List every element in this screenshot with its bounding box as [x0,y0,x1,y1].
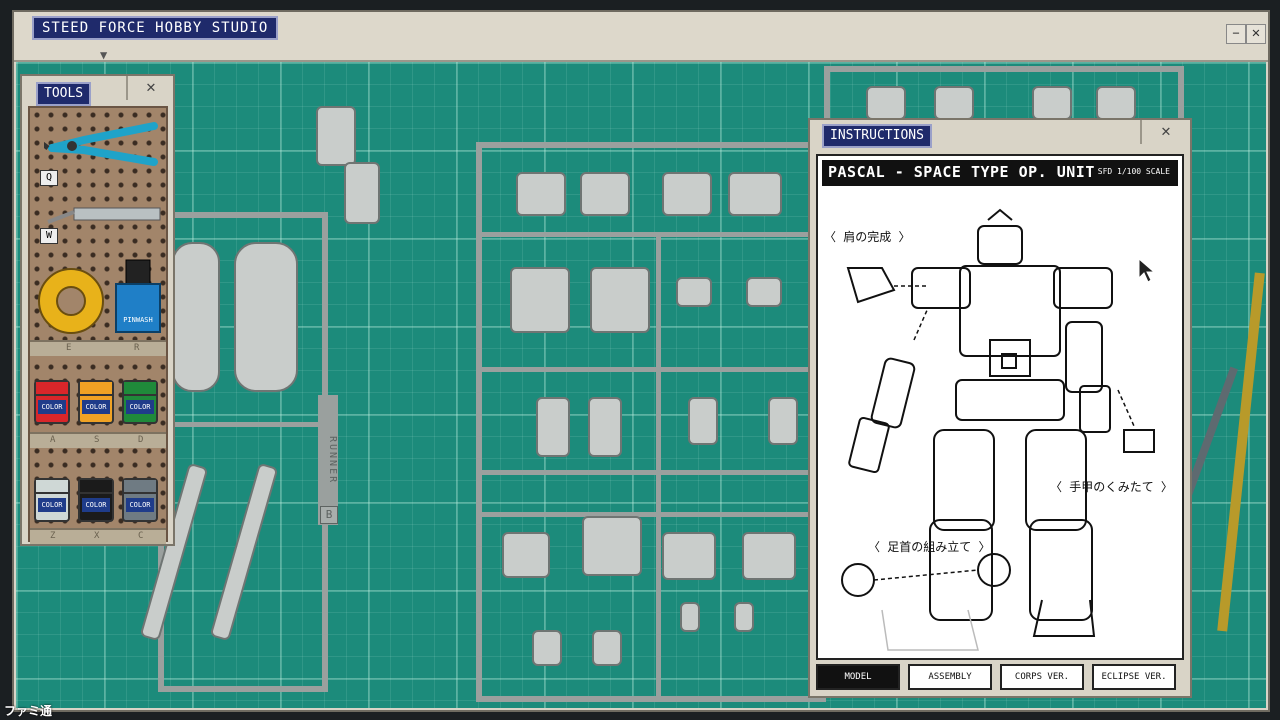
nippers-tool[interactable] [38,122,164,166]
runner-label: RUNNER [318,395,338,525]
watermark: ファミ通 [4,704,53,718]
pinwash-tool[interactable]: PINWASH [114,258,162,334]
nippers-icon [38,122,158,166]
model-part[interactable] [536,397,570,457]
paint-label: COLOR [82,400,110,414]
model-part[interactable] [662,172,712,216]
masking-tape-tool[interactable] [36,266,106,336]
close-window-button[interactable]: ✕ [1246,24,1266,44]
model-part[interactable] [516,172,566,216]
runner-rod [476,512,826,517]
model-part[interactable] [742,532,796,580]
tab-assembly[interactable]: ASSEMBLY [908,664,992,690]
paint-label: COLOR [126,400,154,414]
model-name: PASCAL - SPACE TYPE OP. UNIT [828,163,1095,181]
app-title: STEED FORCE HOBBY STUDIO [32,16,279,40]
model-scale: SFD 1/100 SCALE [1097,167,1170,176]
menu-dropdown-icon[interactable]: ▼ [100,48,108,62]
model-part[interactable] [934,86,974,120]
hotkey-s: S [94,435,100,445]
model-part[interactable] [582,516,642,576]
model-part[interactable] [590,267,650,333]
hotkey-c: C [138,531,144,541]
runner-rod [158,422,328,427]
model-part[interactable] [688,397,718,445]
shelf-row-er: E R [30,340,166,356]
paint-label: COLOR [126,498,154,512]
instruction-tabs: MODEL ASSEMBLY CORPS VER. ECLIPSE VER. [816,664,1186,694]
paint-label: COLOR [38,400,66,414]
model-part[interactable] [728,172,782,216]
minimize-button[interactable]: − [1226,24,1246,44]
instructions-close-button[interactable]: ✕ [1140,120,1190,144]
tape-icon [38,268,104,334]
pinwash-label: PINWASH [123,316,153,324]
model-part[interactable] [768,397,798,445]
model-part[interactable] [1096,86,1136,120]
hotkey-w: W [40,228,58,244]
hotkey-q: Q [40,170,58,186]
file-icon [47,207,161,224]
paint-grey[interactable]: COLOR [122,478,158,522]
runner-rod [476,470,826,475]
tools-close-button[interactable]: ✕ [126,76,174,100]
instruction-header: PASCAL - SPACE TYPE OP. UNIT SFD 1/100 S… [822,160,1178,186]
paint-label: COLOR [82,498,110,512]
tools-panel-title: TOOLS [36,82,92,106]
tab-corps-ver[interactable]: CORPS VER. [1000,664,1084,690]
robot-diagram [841,208,1155,651]
shelf-row-zxc: Z X C [30,528,166,544]
instruction-sheet: PASCAL - SPACE TYPE OP. UNIT SFD 1/100 S… [816,154,1184,660]
runner-rod [476,367,826,372]
model-part[interactable] [588,397,622,457]
pegboard: Q W PINWASH E R [28,106,168,544]
model-part[interactable] [580,172,630,216]
hotkey-z: Z [50,531,56,541]
callout-shoulder: 〈 肩の完成 〉 [824,230,911,244]
hotkey-e: E [66,343,72,353]
instructions-panel: INSTRUCTIONS ✕ PASCAL - SPACE TYPE OP. U… [808,118,1192,698]
file-tool[interactable] [44,204,164,224]
shelf-row-asd: A S D [30,432,166,448]
model-part[interactable] [676,277,712,307]
model-part[interactable] [316,106,356,166]
hotkey-x: X [94,531,100,541]
paint-white[interactable]: COLOR [34,478,70,522]
craft-knife[interactable] [1217,272,1265,632]
model-part[interactable] [746,277,782,307]
model-part[interactable] [680,602,700,632]
pinwash-bottle-icon [115,259,161,333]
model-part[interactable] [234,242,298,392]
model-part[interactable] [502,532,550,578]
hotkey-r: R [134,343,140,353]
model-part[interactable] [866,86,906,120]
model-part[interactable] [734,602,754,632]
paint-green[interactable]: COLOR [122,380,158,424]
model-part[interactable] [172,242,220,392]
runner-rod [656,232,661,702]
model-part[interactable] [592,630,622,666]
instructions-panel-title: INSTRUCTIONS [822,124,932,148]
paint-red[interactable]: COLOR [34,380,70,424]
model-part[interactable] [532,630,562,666]
tab-model[interactable]: MODEL [816,664,900,690]
paint-black[interactable]: COLOR [78,478,114,522]
callout-hand: 〈 手甲のくみたて 〉 [1050,480,1173,494]
mouse-cursor-icon [1138,258,1156,283]
model-part[interactable] [344,162,380,224]
paint-orange[interactable]: COLOR [78,380,114,424]
hotkey-d: D [138,435,144,445]
hotkey-a: A [50,435,56,445]
model-part[interactable] [1032,86,1072,120]
tools-panel: TOOLS ✕ Q W [20,74,175,546]
runner-letter: B [320,506,338,524]
tab-eclipse-ver[interactable]: ECLIPSE VER. [1092,664,1176,690]
paint-label: COLOR [38,498,66,512]
runner-rod [476,232,826,237]
model-part[interactable] [662,532,716,580]
model-part[interactable] [510,267,570,333]
